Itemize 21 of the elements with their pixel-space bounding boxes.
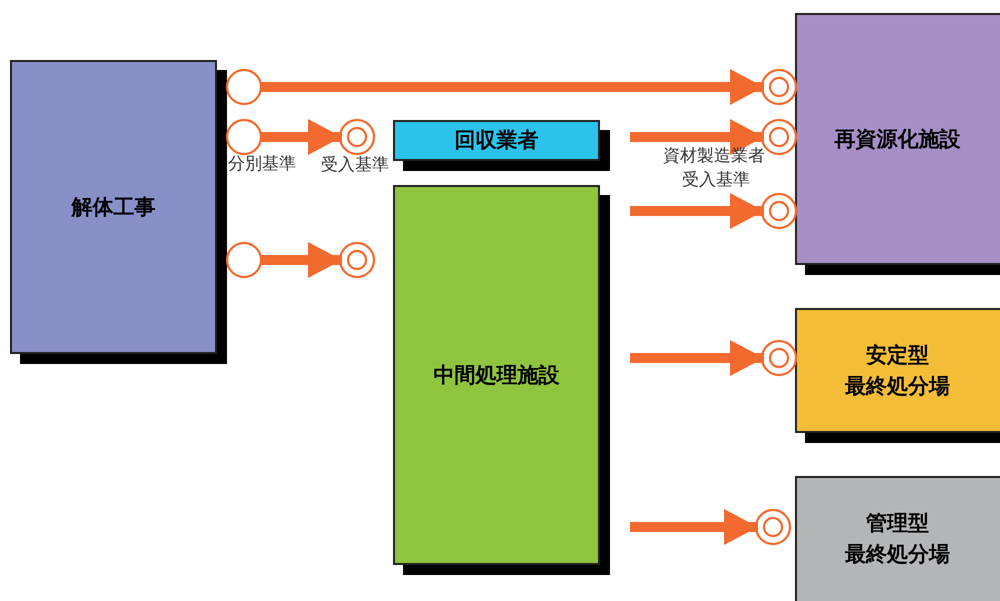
double-circle xyxy=(760,192,798,230)
arrow xyxy=(261,69,764,105)
double-circle xyxy=(760,339,798,377)
criterion-label: 受入基準 xyxy=(321,157,389,174)
arrow xyxy=(630,193,764,229)
criterion-label: 分別基準 xyxy=(228,156,296,173)
open-circle xyxy=(225,68,263,106)
open-circle xyxy=(225,118,263,156)
open-circle xyxy=(225,241,263,279)
double-circle xyxy=(754,508,792,546)
double-circle xyxy=(338,118,376,156)
arrow xyxy=(261,242,342,278)
arrow xyxy=(261,119,342,155)
facility-box: 管理型 最終処分場 xyxy=(795,476,1000,601)
double-circle xyxy=(760,68,798,106)
criterion-label: 資材製造業者 xyxy=(663,148,765,165)
double-circle xyxy=(338,241,376,279)
arrow xyxy=(630,509,758,545)
arrow xyxy=(630,119,764,155)
arrow xyxy=(630,340,764,376)
criterion-label: 受入基準 xyxy=(682,172,750,189)
